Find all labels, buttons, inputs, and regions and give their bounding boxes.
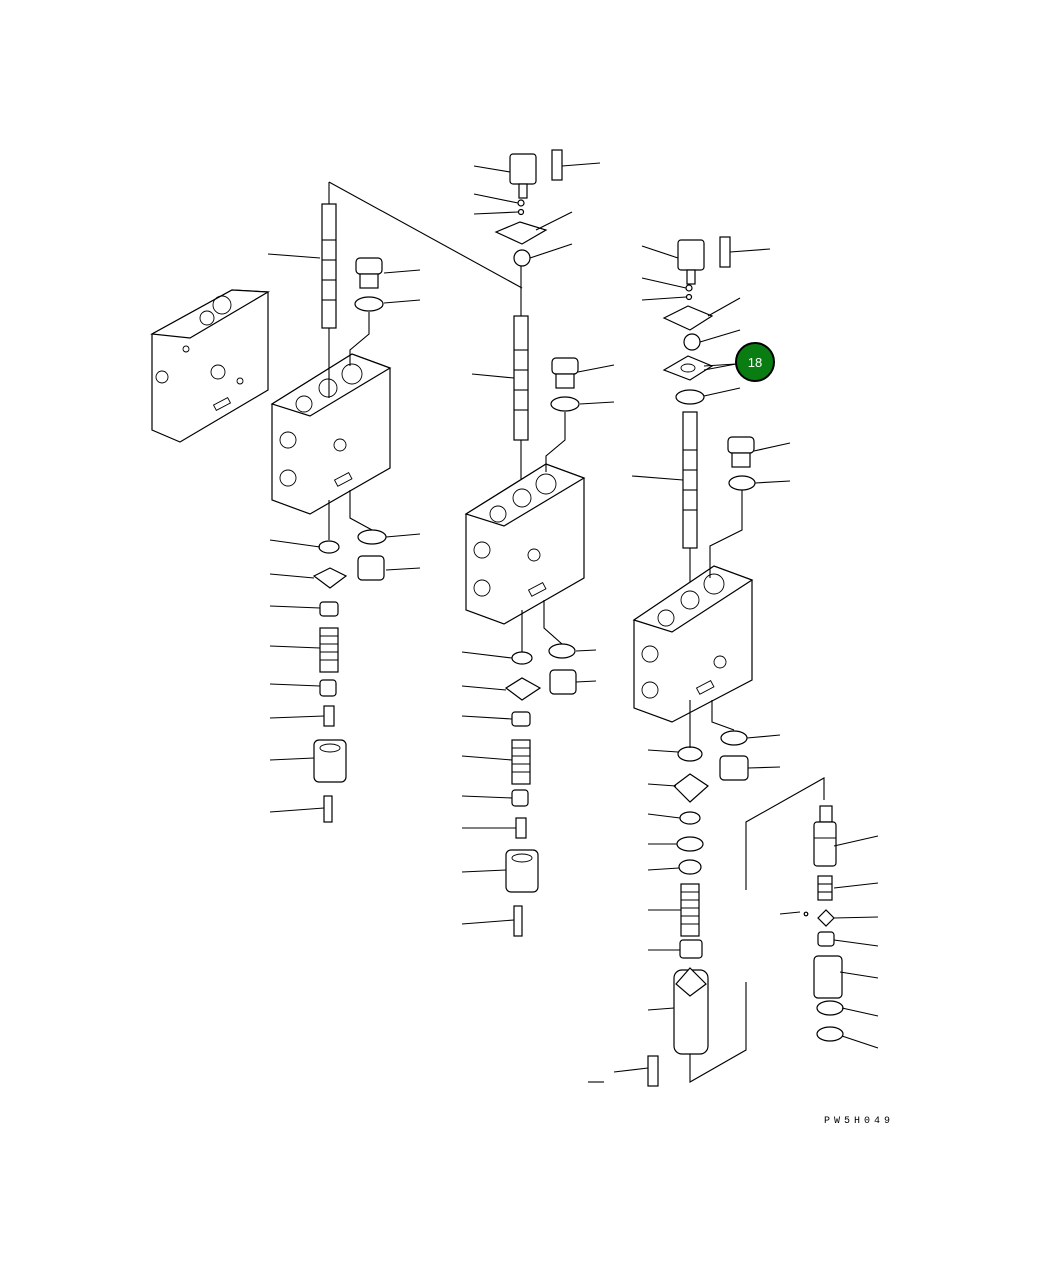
leader-lines: [267, 253, 421, 813]
spring: [817, 875, 833, 901]
spring: [511, 739, 531, 785]
middle-valve-assembly: [461, 149, 615, 937]
drawing-code: PW5H049: [824, 1116, 895, 1127]
solenoid: [677, 239, 705, 285]
o-ring: [550, 396, 580, 412]
flange: [662, 355, 714, 381]
connector-line: [328, 181, 523, 289]
stopper: [679, 939, 703, 959]
bolt: [513, 905, 523, 937]
stopper: [319, 679, 337, 697]
plug: [551, 357, 579, 389]
bolt: [323, 795, 333, 823]
spring: [680, 883, 700, 937]
cap: [313, 739, 347, 783]
flange: [662, 305, 714, 331]
spring-seat: [511, 651, 533, 665]
ring: [676, 836, 704, 852]
leader-lines: [461, 162, 615, 925]
valve-block: [270, 353, 392, 515]
spool: [321, 182, 337, 398]
o-ring: [816, 1026, 844, 1042]
valve-block: [632, 565, 754, 723]
cap: [505, 849, 539, 893]
o-ring: [517, 199, 525, 207]
cap: [673, 967, 709, 1055]
solenoid: [509, 153, 537, 199]
spring-seat: [318, 540, 340, 554]
flange-port: [680, 363, 696, 373]
o-ring: [677, 746, 703, 762]
end-cover-plate: [150, 289, 271, 443]
ball: [803, 911, 809, 917]
o-ring: [548, 643, 576, 659]
left-valve-assembly: [150, 182, 421, 823]
retainer: [511, 711, 531, 727]
seat: [817, 931, 835, 947]
plug: [357, 555, 385, 581]
plug: [549, 669, 577, 695]
plug: [355, 257, 383, 289]
o-ring: [720, 730, 748, 746]
o-ring: [685, 284, 693, 292]
bolt: [551, 149, 563, 181]
right-valve-assembly: [588, 236, 825, 1087]
bolt: [323, 705, 335, 727]
poppet: [817, 909, 835, 927]
flange: [494, 221, 548, 245]
callout-18[interactable]: 18: [703, 342, 775, 382]
leader-lines: [588, 245, 825, 1083]
valve-block: [464, 463, 586, 625]
leader-lines: [779, 835, 879, 1049]
spring-seat: [513, 249, 531, 267]
spool: [513, 266, 529, 490]
o-ring: [685, 293, 693, 301]
ring: [816, 1000, 844, 1016]
spool: [682, 411, 698, 604]
o-ring: [517, 208, 525, 216]
bolt: [719, 236, 731, 268]
o-ring: [357, 529, 387, 545]
spring-seat: [683, 333, 701, 351]
ring: [678, 859, 702, 875]
o-ring: [728, 475, 756, 491]
bolt: [647, 1055, 659, 1087]
plug: [727, 436, 755, 468]
o-ring: [675, 389, 705, 405]
o-ring: [354, 296, 384, 312]
flange: [673, 773, 709, 803]
spring: [319, 627, 339, 673]
spring-seat: [679, 811, 701, 825]
sleeve: [813, 955, 843, 999]
bolt: [515, 817, 527, 839]
valve-body: [813, 805, 837, 867]
flange: [312, 567, 348, 589]
callout-label: 18: [748, 355, 762, 370]
stopper: [511, 789, 529, 807]
retainer: [319, 601, 339, 617]
flange: [504, 677, 542, 701]
relief-valve-assembly: [779, 805, 879, 1049]
plug: [719, 755, 749, 781]
